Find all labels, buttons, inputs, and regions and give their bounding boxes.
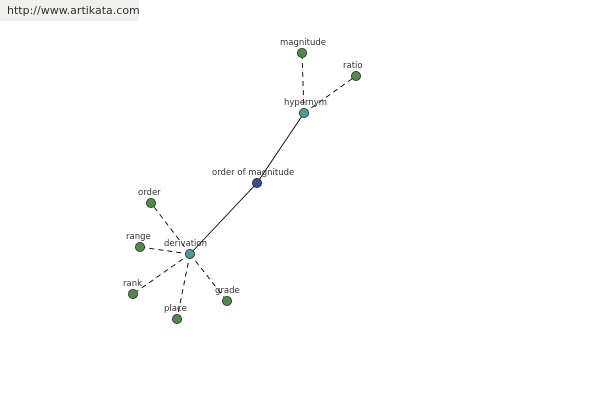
- edge-hypernym-magnitude: [301, 52, 305, 114]
- node-hypernym-dot[interactable]: [298, 108, 309, 119]
- node-hypernym-label: hypernym: [284, 98, 327, 108]
- node-derivation[interactable]: derivation: [164, 239, 207, 259]
- node-grade-dot[interactable]: [221, 295, 232, 306]
- edge-hypernym-ratio: [303, 75, 357, 114]
- node-derivation-dot[interactable]: [184, 248, 195, 259]
- node-range-dot[interactable]: [134, 241, 145, 252]
- node-grade-label: grade: [215, 286, 240, 296]
- node-grade[interactable]: grade: [215, 286, 240, 306]
- node-rank-label: rank: [123, 279, 142, 289]
- node-derivation-label: derivation: [164, 239, 207, 249]
- node-ratio[interactable]: ratio: [343, 61, 363, 82]
- source-url-link[interactable]: http://www.artikata.com: [7, 4, 140, 17]
- node-order-label: order: [138, 188, 161, 198]
- edge-derivation-rank: [132, 253, 191, 295]
- node-hypernym[interactable]: hypernym: [284, 98, 327, 119]
- node-rank-dot[interactable]: [127, 288, 138, 299]
- node-order-dot[interactable]: [145, 197, 156, 208]
- node-place[interactable]: place: [164, 304, 187, 324]
- node-rank[interactable]: rank: [123, 279, 142, 299]
- node-magnitude-label: magnitude: [280, 38, 326, 48]
- edge-derivation-order: [150, 202, 191, 255]
- node-magnitude[interactable]: magnitude: [280, 38, 326, 59]
- source-url-bar: http://www.artikata.com: [0, 0, 140, 21]
- node-range-label: range: [126, 232, 151, 242]
- node-order[interactable]: order: [138, 188, 161, 208]
- edge-center-derivation: [189, 182, 258, 255]
- node-center[interactable]: order of magnitude: [212, 168, 294, 188]
- node-center-label: order of magnitude: [212, 168, 294, 178]
- node-center-dot[interactable]: [251, 177, 262, 188]
- node-ratio-label: ratio: [343, 61, 363, 71]
- edge-derivation-place: [176, 253, 191, 320]
- node-magnitude-dot[interactable]: [296, 48, 307, 59]
- edge-derivation-grade: [189, 253, 228, 302]
- edge-center-hypernym: [256, 112, 305, 184]
- nodes-layer: order of magnitude hypernym derivation magn…: [123, 38, 363, 324]
- node-ratio-dot[interactable]: [350, 71, 361, 82]
- node-range[interactable]: range: [126, 232, 151, 252]
- node-place-dot[interactable]: [171, 313, 182, 324]
- node-place-label: place: [164, 304, 187, 314]
- edges-layer: [132, 52, 357, 320]
